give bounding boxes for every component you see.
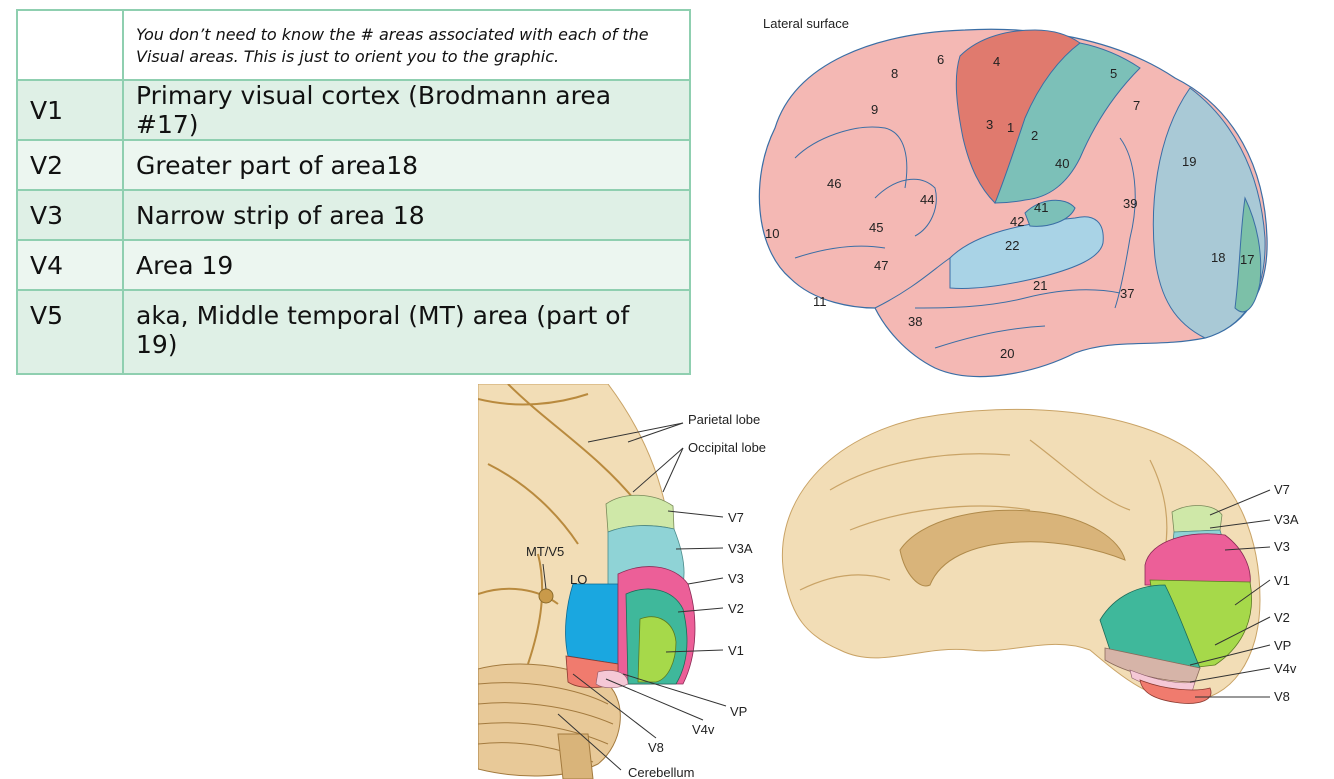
v4v-label: V4v: [692, 722, 715, 737]
table-row: V3 Narrow strip of area 18: [16, 189, 691, 241]
area-number: 5: [1110, 66, 1117, 81]
area-number: 45: [869, 220, 883, 235]
area-description: aka, Middle temporal (MT) area (part of …: [122, 289, 691, 375]
area-number: 42: [1010, 214, 1024, 229]
area-code: V4: [16, 239, 124, 291]
medial-brain-figure: V7 V3A V3 V1 V2 VP V4v V8: [781, 408, 1299, 704]
area-number: 7: [1133, 98, 1140, 113]
area-number: 3: [986, 117, 993, 132]
parietal-lobe-label: Parietal lobe: [688, 412, 760, 427]
mt-v5-label: MT/V5: [526, 544, 564, 559]
medial-v3-region: [1144, 533, 1251, 586]
lateral-sulci: [794, 126, 1136, 349]
area-17-strip: [1234, 196, 1262, 313]
area-code: V1: [16, 79, 124, 141]
vp-region: [595, 670, 629, 689]
v3a-label: V3A: [728, 541, 753, 556]
area-19-18-17-region: [1152, 87, 1266, 339]
medial-v3-label: V3: [1274, 539, 1290, 554]
area-number: 4: [993, 54, 1000, 69]
area-number: 21: [1033, 278, 1047, 293]
area-number: 18: [1211, 250, 1225, 265]
lateral-brain-outline: [758, 28, 1268, 378]
area-number: 20: [1000, 346, 1014, 361]
medial-v7-label: V7: [1274, 482, 1290, 497]
table-header-row: You don’t need to know the # areas assoc…: [16, 9, 691, 81]
area-number: 47: [874, 258, 888, 273]
lo-label: LO: [570, 572, 587, 587]
area-number: 11: [813, 294, 827, 309]
area-number: 22: [1005, 238, 1019, 253]
medial-leader-lines: [1189, 489, 1271, 698]
medial-v1-label: V1: [1274, 573, 1290, 588]
v1-label: V1: [728, 643, 744, 658]
cerebellum-label: Cerebellum: [628, 765, 694, 779]
table-row: V1 Primary visual cortex (Brodmann area …: [16, 79, 691, 141]
lateral-brain-figure: Lateral surface 8 6 4 5 9 3 1 2 7 46 40 …: [758, 16, 1268, 378]
table-note: You don’t need to know the # areas assoc…: [122, 9, 691, 81]
area-code: V2: [16, 139, 124, 191]
area-41-region: [1024, 199, 1076, 227]
v3-label: V3: [728, 571, 744, 586]
area-number: 41: [1034, 200, 1048, 215]
mt-v5-spot: [538, 588, 554, 604]
lo-region: [565, 583, 619, 665]
area-number: 19: [1182, 154, 1196, 169]
area-3-1-2-region: [994, 42, 1141, 204]
medial-v8-label: V8: [1274, 689, 1290, 704]
brainstem: [557, 733, 594, 779]
area-number: 1: [1007, 120, 1014, 135]
medial-sulci: [799, 439, 1168, 591]
header-empty-cell: [16, 9, 124, 81]
area-number: 8: [891, 66, 898, 81]
v7-label: V7: [728, 510, 744, 525]
area-number: 17: [1240, 252, 1254, 267]
table-row: V2 Greater part of area18: [16, 139, 691, 191]
vp-label: VP: [730, 704, 747, 719]
posterior-brain-figure: Parietal lobe Occipital lobe V7 V3A V3 V…: [478, 384, 766, 779]
area-description: Greater part of area18: [122, 139, 691, 191]
medial-vp-label: VP: [1274, 638, 1291, 653]
area-22-region: [949, 216, 1104, 289]
medial-v3a-label: V3A: [1274, 512, 1299, 527]
medial-v2-region: [1099, 584, 1201, 669]
area-number: 40: [1055, 156, 1069, 171]
area-number: 38: [908, 314, 922, 329]
area-description: Area 19: [122, 239, 691, 291]
v2-label: V2: [728, 601, 744, 616]
visual-areas-table: You don’t need to know the # areas assoc…: [16, 9, 691, 375]
lateral-title: Lateral surface: [763, 16, 849, 31]
v1-region: [637, 616, 677, 683]
table-row: V5 aka, Middle temporal (MT) area (part …: [16, 289, 691, 375]
area-description: Narrow strip of area 18: [122, 189, 691, 241]
area-description: Primary visual cortex (Brodmann area #17…: [122, 79, 691, 141]
area-number: 46: [827, 176, 841, 191]
medial-v7-region: [1171, 505, 1223, 533]
medial-v4v-label: V4v: [1274, 661, 1297, 676]
area-number: 37: [1120, 286, 1134, 301]
medial-labels: V7 V3A V3 V1 V2 VP V4v V8: [1274, 482, 1299, 704]
v8-label: V8: [648, 740, 664, 755]
area-number: 10: [765, 226, 779, 241]
area-code: V3: [16, 189, 124, 241]
area-number: 2: [1031, 128, 1038, 143]
medial-v8-region: [1139, 679, 1212, 704]
occipital-lobe-label: Occipital lobe: [688, 440, 766, 455]
lateral-area-numbers: 8 6 4 5 9 3 1 2 7 46 40 19 44 41 39 42 1…: [765, 52, 1254, 361]
medial-v2-label: V2: [1274, 610, 1290, 625]
area-number: 9: [871, 102, 878, 117]
table-row: V4 Area 19: [16, 239, 691, 291]
area-number: 39: [1123, 196, 1137, 211]
area-number: 6: [937, 52, 944, 67]
posterior-leader-lines: [542, 422, 727, 771]
area-code: V5: [16, 289, 124, 375]
area-number: 44: [920, 192, 934, 207]
posterior-labels: Parietal lobe Occipital lobe V7 V3A V3 V…: [526, 412, 766, 779]
corpus-callosum: [899, 509, 1126, 587]
